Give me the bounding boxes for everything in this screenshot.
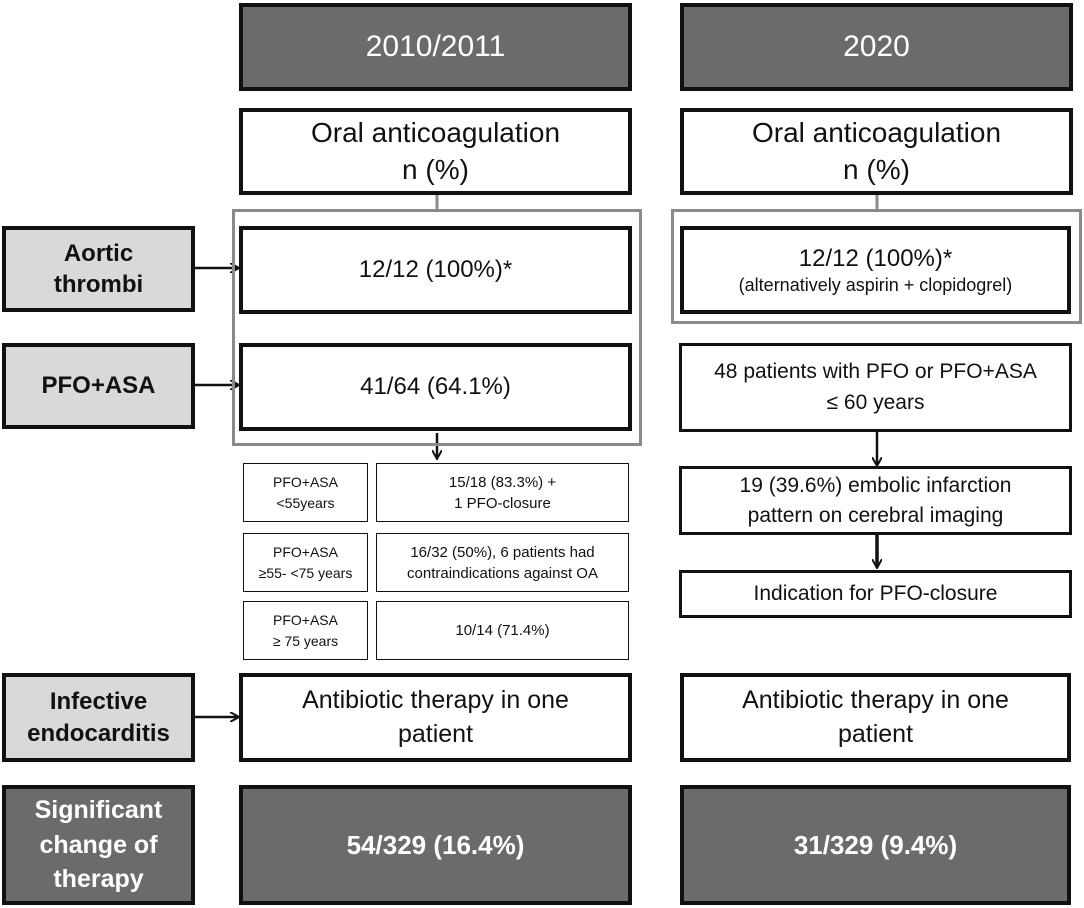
subgroup-value-under-55: 15/18 (83.3%) + 1 PFO-closure bbox=[376, 463, 629, 522]
subgroup-label-55-75: PFO+ASA ≥55- <75 years bbox=[243, 533, 368, 592]
subgroup-label-over-75: PFO+ASA ≥ 75 years bbox=[243, 601, 368, 660]
category-pfo-asa: PFO+ASA bbox=[2, 343, 195, 429]
header-2010-2011: 2010/2011 bbox=[239, 3, 632, 91]
left-infective-value: Antibiotic therapy in one patient bbox=[239, 673, 632, 762]
category-significant-change: Significant change of therapy bbox=[2, 785, 195, 905]
left-significant-value: 54/329 (16.4%) bbox=[239, 785, 632, 905]
category-infective-endocarditis: Infective endocarditis bbox=[2, 673, 195, 762]
right-pfo-value: 48 patients with PFO or PFO+ASA ≤ 60 yea… bbox=[679, 343, 1072, 432]
header-2020: 2020 bbox=[680, 3, 1073, 91]
group-frame-left bbox=[232, 209, 642, 446]
right-infective-value: Antibiotic therapy in one patient bbox=[680, 673, 1071, 762]
subgroup-label-under-55: PFO+ASA <55years bbox=[243, 463, 368, 522]
oa-box-right: Oral anticoagulation n (%) bbox=[680, 108, 1073, 195]
right-embolic-pattern: 19 (39.6%) embolic infarction pattern on… bbox=[679, 466, 1072, 535]
group-frame-right bbox=[671, 209, 1082, 324]
category-aortic-thrombi: Aortic thrombi bbox=[2, 226, 195, 312]
right-significant-value: 31/329 (9.4%) bbox=[680, 785, 1071, 905]
left-pfo-value: 41/64 (64.1%) bbox=[239, 343, 632, 431]
subgroup-value-over-75: 10/14 (71.4%) bbox=[376, 601, 629, 660]
subgroup-value-55-75: 16/32 (50%), 6 patients had contraindica… bbox=[376, 533, 629, 592]
right-indication-pfo-closure: Indication for PFO-closure bbox=[679, 570, 1072, 618]
left-aortic-value: 12/12 (100%)* bbox=[239, 226, 632, 314]
right-aortic-value: 12/12 (100%)* (alternatively aspirin + c… bbox=[680, 226, 1071, 314]
oa-box-left: Oral anticoagulation n (%) bbox=[239, 108, 632, 195]
